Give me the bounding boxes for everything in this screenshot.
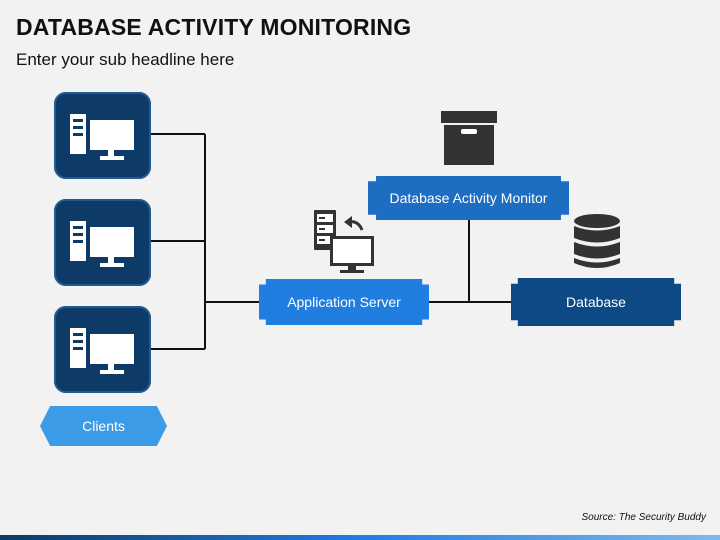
bottom-accent-bar xyxy=(0,535,720,540)
database-node: Database xyxy=(511,278,681,326)
client-computer-icon xyxy=(70,221,134,267)
source-note: Source: The Security Buddy xyxy=(581,512,706,523)
server-transfer-icon xyxy=(314,210,374,273)
database-icon xyxy=(574,214,620,268)
client-box-3 xyxy=(54,306,151,393)
archive-box-icon xyxy=(441,111,497,165)
database-activity-monitor-node: Database Activity Monitor xyxy=(368,176,569,220)
client-box-1 xyxy=(54,92,151,179)
client-computer-icon xyxy=(70,328,134,374)
page-subtitle: Enter your sub headline here xyxy=(16,50,235,69)
application-server-node: Application Server xyxy=(259,279,429,325)
clients-label: Clients xyxy=(40,406,167,446)
client-computer-icon xyxy=(70,114,134,160)
client-box-2 xyxy=(54,199,151,286)
page-title: DATABASE ACTIVITY MONITORING xyxy=(16,14,412,40)
